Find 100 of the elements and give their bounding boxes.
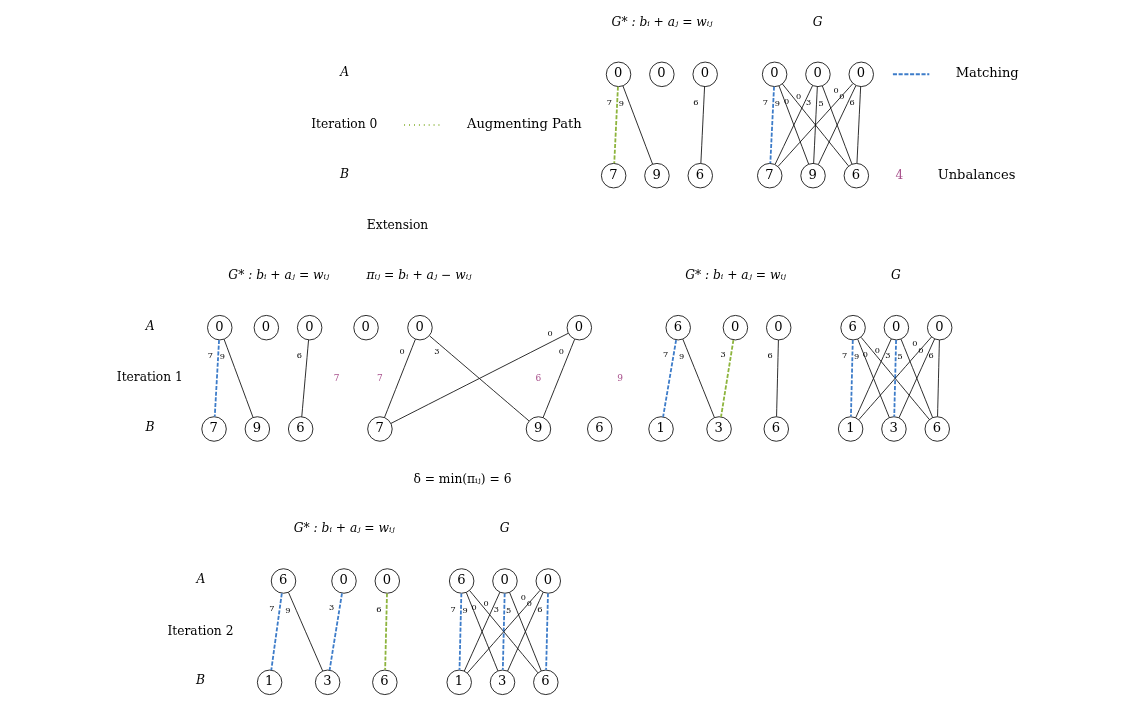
connector	[287, 592, 323, 672]
node-circle: 3	[489, 669, 515, 695]
node-circle: 0	[883, 315, 909, 341]
connector	[328, 592, 343, 671]
connector	[661, 339, 677, 418]
node-circle: 6	[763, 416, 789, 442]
label: B	[144, 420, 154, 435]
edge-label: 0	[838, 91, 844, 102]
connector	[856, 86, 861, 164]
node-circle: 6	[586, 416, 612, 442]
node-circle: 0	[804, 61, 831, 87]
connector	[300, 339, 309, 418]
label: 7	[333, 372, 339, 383]
connector	[223, 338, 253, 418]
node-circle: 6	[839, 315, 866, 341]
edge-label: 0	[482, 597, 489, 608]
node-circle: 6	[687, 163, 713, 189]
node-circle: 3	[880, 416, 907, 442]
node-circle: 0	[535, 568, 561, 594]
edge-label: 6	[767, 350, 773, 361]
connector	[699, 86, 705, 164]
edge-label: 5	[897, 351, 903, 362]
node-circle: 0	[296, 315, 322, 341]
node-circle: 6	[532, 669, 558, 695]
connector	[428, 335, 529, 422]
edge-label: 0	[470, 602, 477, 613]
label: B	[195, 673, 205, 688]
edge-label: 7	[606, 96, 612, 107]
connector	[213, 339, 220, 418]
edge-label: 9	[774, 97, 780, 108]
edge-label: 3	[328, 602, 334, 613]
legend-label: Augmenting Path	[466, 116, 582, 132]
edge-label: 6	[692, 96, 699, 107]
node-circle: 6	[665, 315, 691, 341]
node-circle: 0	[491, 568, 518, 594]
node-circle: 0	[765, 315, 791, 341]
label: Iteration 2	[166, 623, 233, 638]
node-circle: 0	[206, 315, 232, 341]
edge-label: 7	[662, 348, 668, 359]
edge-label: 0	[911, 338, 917, 349]
label: 6	[535, 372, 541, 383]
connector	[849, 339, 854, 418]
connector	[390, 332, 569, 424]
edge-label: 0	[398, 345, 405, 356]
node-circle: 9	[643, 163, 670, 189]
label: A	[195, 572, 205, 587]
node-circle: 9	[799, 163, 826, 189]
edge-label: 9	[618, 97, 624, 108]
label: G	[890, 268, 901, 283]
edge-label: 0	[558, 345, 564, 356]
node-circle: 1	[256, 669, 282, 695]
label: 4	[895, 167, 903, 182]
connector	[542, 338, 575, 418]
connector	[682, 338, 715, 418]
label: Iteration 1	[116, 370, 183, 385]
node-circle: 7	[366, 416, 393, 442]
connector	[544, 592, 549, 671]
label: G* : bᵢ + aⱼ = wᵢⱼ	[611, 14, 713, 29]
edge-label: 3	[433, 346, 439, 357]
node-circle: 0	[926, 315, 952, 341]
edge-label: 0	[874, 344, 880, 355]
connector	[622, 85, 653, 165]
edge-label: 0	[795, 91, 801, 102]
edge-label: 5	[817, 97, 824, 108]
label: A	[145, 318, 155, 333]
node-circle: 0	[848, 61, 874, 87]
node-circle: 6	[371, 669, 397, 695]
label: G	[499, 521, 509, 536]
edge-label: 0	[917, 344, 923, 355]
connector	[501, 592, 506, 671]
edge-label: 6	[928, 350, 934, 361]
label: δ = min(πᵢⱼ) = 6	[412, 471, 511, 486]
connector	[768, 85, 775, 165]
node-circle: 9	[244, 416, 270, 442]
edge-label: 6	[536, 603, 542, 614]
edge-label: 0	[832, 84, 839, 95]
edge-label: 6	[296, 349, 302, 360]
node-circle: 0	[605, 61, 631, 87]
edge-label: 0	[520, 591, 526, 602]
connector	[812, 86, 818, 164]
edge-label: 9	[853, 351, 859, 362]
edge-label: 7	[841, 350, 847, 361]
label: 9	[616, 372, 623, 383]
node-circle: 1	[647, 416, 674, 442]
label: B	[339, 166, 349, 181]
node-circle: 0	[374, 568, 400, 594]
edge-label: 0	[783, 95, 789, 106]
node-circle: 7	[756, 163, 782, 189]
node-circle: 9	[525, 416, 551, 442]
edge-label: 9	[678, 351, 684, 362]
edge-label: 5	[505, 604, 511, 615]
edge-label: 7	[268, 602, 274, 613]
label: πᵢⱼ = bᵢ + aⱼ − wᵢⱼ	[365, 268, 471, 283]
node-circle: 6	[287, 416, 313, 442]
edge-label: 3	[493, 603, 499, 614]
node-circle: 7	[600, 163, 626, 189]
node-circle: 0	[566, 315, 592, 341]
edge-label: 3	[884, 350, 890, 361]
legend-label: Matching	[955, 65, 1019, 81]
edge-label: 6	[848, 96, 855, 107]
